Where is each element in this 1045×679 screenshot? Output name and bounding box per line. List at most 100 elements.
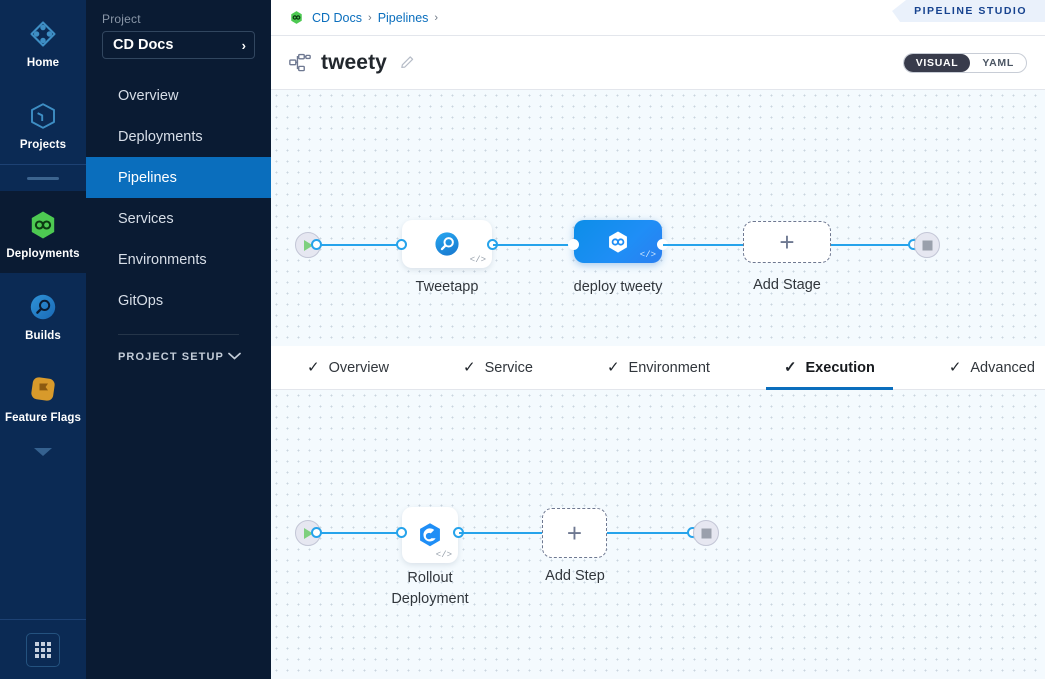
pipeline-header: tweety VISUAL YAML — [271, 36, 1045, 90]
stage-code-badge-tweetapp: </> — [470, 255, 486, 265]
tab-label-environment: Environment — [629, 360, 710, 376]
edge-addstage-to-end — [831, 244, 919, 246]
edge-start-to-rollout — [316, 532, 406, 534]
project-selector-name: CD Docs — [113, 37, 173, 53]
edge-rollout-to-addstep — [459, 532, 543, 534]
stage-code-badge-deploy: </> — [640, 250, 656, 260]
plus-icon: + — [567, 520, 582, 546]
stage-node-deploy-tweety[interactable]: </> — [574, 220, 662, 263]
step-code-badge-rollout: </> — [436, 550, 452, 560]
tab-environment[interactable]: ✓ Environment — [589, 346, 728, 389]
stage-end-node[interactable] — [914, 232, 940, 258]
sidebar-item-pipelines[interactable]: Pipelines — [86, 157, 271, 198]
step-label-line1: Rollout — [370, 568, 490, 589]
tab-overview[interactable]: ✓ Overview — [289, 346, 407, 389]
add-step-button[interactable]: + — [542, 508, 607, 558]
edge-addstep-to-end — [607, 532, 697, 534]
nav-item-home[interactable]: Home — [0, 0, 86, 82]
nav-label-projects: Projects — [4, 139, 82, 152]
builds-circle-icon — [433, 230, 461, 258]
execution-canvas[interactable]: </> Rollout Deployment + Add Step — [271, 390, 1045, 679]
deployments-hexagon-white-icon — [605, 229, 631, 255]
tab-label-execution: Execution — [806, 360, 875, 376]
sidebar-item-deployments[interactable]: Deployments — [86, 116, 271, 157]
breadcrumb-link-cd-docs[interactable]: CD Docs — [312, 11, 362, 25]
visual-yaml-toggle[interactable]: VISUAL YAML — [903, 53, 1027, 73]
content-area: CD Docs › Pipelines › PIPELINE STUDIO — [271, 0, 1045, 679]
nav-item-feature-flags[interactable]: Feature Flags — [0, 355, 86, 437]
sidebar-item-gitops[interactable]: GitOps — [86, 280, 271, 321]
stage-canvas[interactable]: </> Tweetapp </> deploy — [271, 90, 1045, 346]
edge-deploy-to-addstage — [663, 244, 743, 246]
project-section-label: Project — [86, 12, 271, 31]
stage-label-tweetapp: Tweetapp — [377, 277, 517, 298]
page-title: tweety — [321, 51, 387, 75]
breadcrumb-link-pipelines[interactable]: Pipelines — [378, 11, 429, 25]
port-deploy-in[interactable] — [568, 239, 579, 250]
nav-more-chevron-down-icon[interactable] — [0, 437, 86, 467]
grid-apps-icon[interactable] — [26, 633, 60, 667]
stop-end-icon — [922, 240, 933, 251]
step-node-rollout-deployment[interactable]: </> — [402, 507, 458, 563]
chevron-right-icon: › — [242, 38, 246, 53]
sidebar-item-overview[interactable]: Overview — [86, 75, 271, 116]
pencil-edit-icon[interactable] — [399, 54, 416, 71]
add-stage-label: Add Stage — [717, 275, 857, 296]
check-icon: ✓ — [949, 360, 962, 375]
breadcrumb: CD Docs › Pipelines › — [289, 10, 438, 25]
stage-node-tweetapp[interactable]: </> — [402, 220, 492, 268]
breadcrumb-module-icon — [289, 10, 304, 25]
edge-start-to-tweetapp — [316, 244, 406, 246]
home-diamond-icon — [4, 14, 82, 54]
add-stage-button[interactable]: + — [743, 221, 831, 263]
sidebar-item-services[interactable]: Services — [86, 198, 271, 239]
port-rollout-in[interactable] — [396, 527, 407, 538]
sidebar-project-setup-label: PROJECT SETUP — [118, 351, 224, 363]
sidebar-project-setup[interactable]: PROJECT SETUP — [86, 335, 271, 363]
port-start-out[interactable] — [311, 239, 322, 250]
step-label-rollout-deployment: Rollout Deployment — [370, 568, 490, 610]
tab-label-service: Service — [485, 360, 533, 376]
nav-item-builds[interactable]: Builds — [0, 273, 86, 355]
step-label-line2: Deployment — [370, 589, 490, 610]
breadcrumb-bar: CD Docs › Pipelines › PIPELINE STUDIO — [271, 0, 1045, 36]
nav-bottom-bar — [0, 619, 86, 679]
check-icon: ✓ — [463, 360, 476, 375]
chevron-down-icon — [228, 351, 241, 363]
stage-label-deploy-tweety: deploy tweety — [548, 277, 688, 298]
nav-resize-handle[interactable] — [0, 165, 86, 191]
add-step-label: Add Step — [515, 566, 635, 587]
nav-label-home: Home — [4, 57, 82, 70]
breadcrumb-separator: › — [368, 12, 372, 24]
port-step-start-out[interactable] — [311, 527, 322, 538]
sidebar-item-environments[interactable]: Environments — [86, 239, 271, 280]
nav-item-projects[interactable]: Projects — [0, 82, 86, 164]
rollout-deployment-icon — [415, 520, 445, 550]
cube-icon — [4, 96, 82, 136]
project-selector[interactable]: CD Docs › — [102, 31, 255, 59]
toggle-visual[interactable]: VISUAL — [904, 54, 971, 72]
tab-advanced[interactable]: ✓ Advanced — [931, 346, 1045, 389]
flag-icon — [4, 369, 82, 409]
nav-item-deployments[interactable]: Deployments — [0, 191, 86, 273]
stop-end-icon — [701, 528, 712, 539]
check-icon: ✓ — [784, 360, 797, 375]
tab-execution[interactable]: ✓ Execution — [766, 346, 893, 389]
port-tweetapp-in[interactable] — [396, 239, 407, 250]
toggle-yaml[interactable]: YAML — [970, 54, 1026, 72]
edge-tweetapp-to-deploy — [493, 244, 573, 246]
pipeline-nodes-icon — [289, 53, 311, 73]
check-icon: ✓ — [607, 360, 620, 375]
pipeline-studio-tab[interactable]: PIPELINE STUDIO — [892, 0, 1045, 22]
builds-circle-icon — [4, 287, 82, 327]
project-sidebar: Project CD Docs › Overview Deployments P… — [86, 0, 271, 679]
nav-label-builds: Builds — [4, 330, 82, 343]
stage-graph: </> Tweetapp </> deploy — [271, 90, 1045, 346]
tab-service[interactable]: ✓ Service — [445, 346, 551, 389]
check-icon: ✓ — [307, 360, 320, 375]
step-end-node[interactable] — [693, 520, 719, 546]
plus-icon: + — [779, 229, 794, 255]
stage-tabs: ✓ Overview ✓ Service ✓ Environment ✓ Exe… — [271, 346, 1045, 390]
main-nav: Home Projects Deploymen — [0, 0, 86, 679]
